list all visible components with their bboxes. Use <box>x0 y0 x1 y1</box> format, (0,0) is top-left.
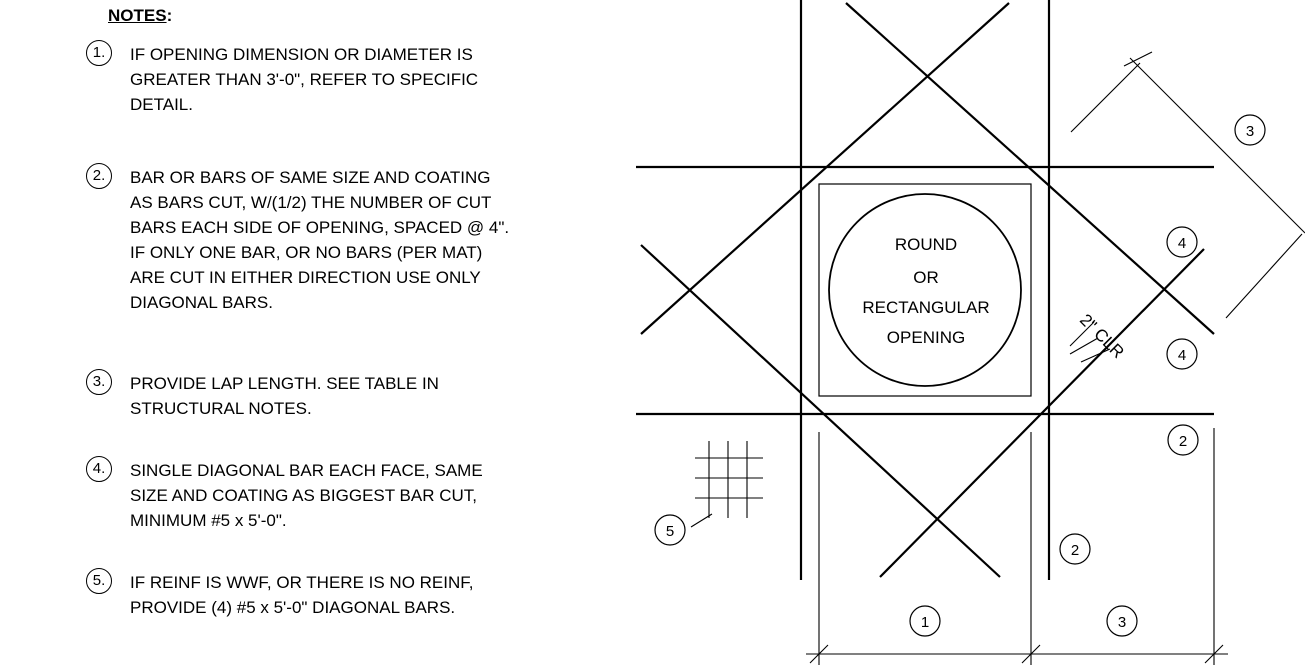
main-bars <box>636 0 1214 580</box>
clearance-dimension <box>1069 321 1111 363</box>
bottom-dimensions <box>806 428 1228 665</box>
callout-3-lap: 3 <box>1234 114 1266 146</box>
diagonal-bar-lower-right <box>879 248 1205 578</box>
clearance-label: 2" CLR <box>1076 310 1128 362</box>
svg-text:ROUND: ROUND <box>895 235 957 254</box>
diagonal-bar-upper-left <box>640 2 1010 335</box>
callout-3-dimension: 3 <box>1106 605 1138 637</box>
svg-text:1: 1 <box>921 614 929 631</box>
opening-circle <box>828 193 1022 387</box>
svg-text:2: 2 <box>1179 433 1187 450</box>
callout-4-upper: 4 <box>1166 226 1198 258</box>
svg-text:5: 5 <box>666 523 674 540</box>
lap-length-dimension <box>1070 51 1305 319</box>
note-number-badge: 4. <box>86 456 112 482</box>
svg-text:4: 4 <box>1178 235 1186 252</box>
callout-2-right: 2 <box>1167 424 1199 456</box>
svg-text:OR: OR <box>913 268 939 287</box>
note-number-badge: 1. <box>86 40 112 66</box>
note-text: IF OPENING DIMENSION OR DIAMETER IS GREA… <box>130 45 479 114</box>
callout-5-wwf: 5 <box>654 514 686 546</box>
callout-4-lower: 4 <box>1166 338 1198 370</box>
svg-text:4: 4 <box>1178 347 1186 364</box>
wwf-mesh-symbol <box>690 441 763 528</box>
diagonal-bar-lower-left <box>640 244 1001 578</box>
note-text: BAR OR BARS OF SAME SIZE AND COATING AS … <box>130 168 510 312</box>
diagonal-bar-upper-right <box>845 2 1215 335</box>
opening-label: ROUND OR RECTANGULAR OPENING <box>862 235 989 347</box>
opening-outline-square <box>818 183 1032 397</box>
svg-text:3: 3 <box>1118 614 1126 631</box>
callout-1-dimension: 1 <box>909 605 941 637</box>
note-text: IF REINF IS WWF, OR THERE IS NO REINF, P… <box>130 573 474 617</box>
svg-text:2: 2 <box>1071 542 1079 559</box>
callout-2-bottom: 2 <box>1059 533 1091 565</box>
svg-text:OPENING: OPENING <box>887 328 965 347</box>
svg-text:RECTANGULAR: RECTANGULAR <box>862 298 989 317</box>
note-number-badge: 2. <box>86 163 112 189</box>
notes-panel: NOTES: 1. IF OPENING DIMENSION OR DIAMET… <box>0 0 620 665</box>
svg-text:3: 3 <box>1246 123 1254 140</box>
note-text: PROVIDE LAP LENGTH. SEE TABLE IN STRUCTU… <box>130 374 439 418</box>
diagonal-bars <box>640 2 1215 578</box>
note-text: SINGLE DIAGONAL BAR EACH FACE, SAME SIZE… <box>130 461 483 530</box>
notes-heading: NOTES: <box>108 6 173 25</box>
note-number-badge: 3. <box>86 369 112 395</box>
note-number-badge: 5. <box>86 568 112 594</box>
callouts: 3 4 4 2 2 5 1 3 <box>654 114 1266 637</box>
